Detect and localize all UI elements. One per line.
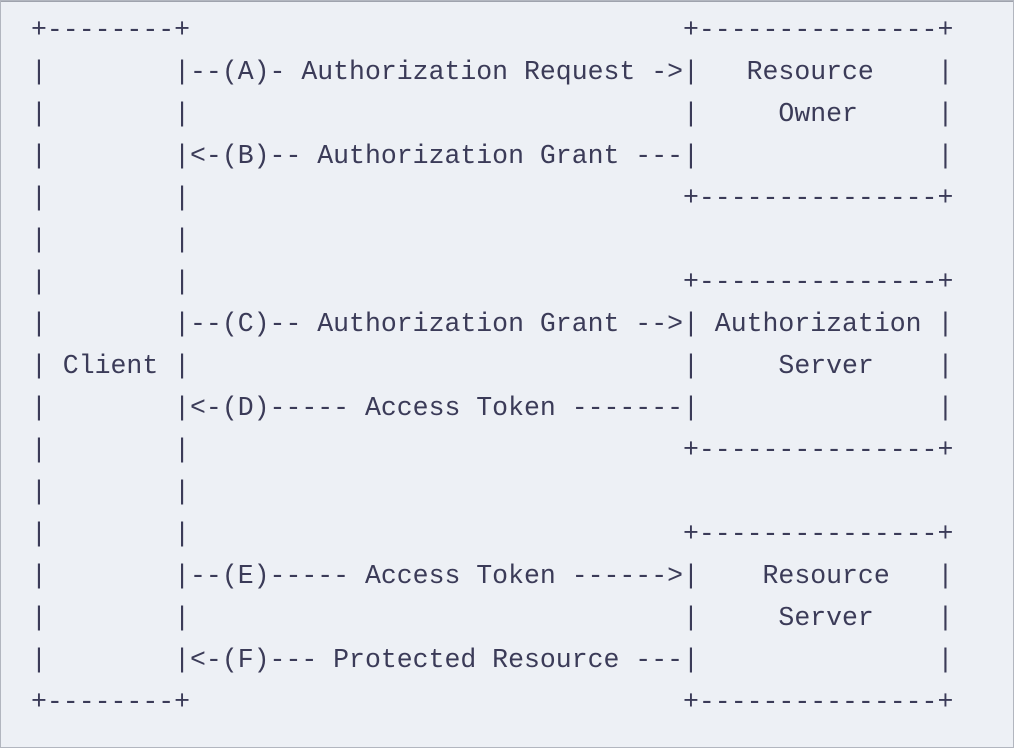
oauth-flow-diagram: +--------+ +---------------+ | |--(A)- A… [31,9,953,723]
ascii-line-flow-f: | |<-(F)--- Protected Resource ---| | [31,645,954,675]
ascii-line-flow-c: | |--(C)-- Authorization Grant -->| Auth… [31,309,954,339]
ascii-line-resource-server-label: | | | Server | [31,603,954,633]
ascii-line-boxes-top: +--------+ +---------------+ [31,15,954,45]
ascii-line-flow-e: | |--(E)----- Access Token ------>| Reso… [31,561,954,591]
ascii-line-client-side: | | [31,477,191,507]
ascii-line-resource-owner-bottom: | | +---------------+ [31,183,954,213]
ascii-line-client-side: | | [31,225,191,255]
ascii-line-flow-b: | |<-(B)-- Authorization Grant ---| | [31,141,954,171]
ascii-line-auth-server-bottom: | | +---------------+ [31,435,954,465]
ascii-line-resource-server-top: | | +---------------+ [31,519,954,549]
ascii-line-boxes-bottom: +--------+ +---------------+ [31,687,954,717]
ascii-line-flow-a: | |--(A)- Authorization Request ->| Reso… [31,57,954,87]
ascii-line-client-label: | Client | | Server | [31,351,954,381]
ascii-line-auth-server-top: | | +---------------+ [31,267,954,297]
ascii-line-flow-d: | |<-(D)----- Access Token -------| | [31,393,954,423]
ascii-line-resource-owner-label: | | | Owner | [31,99,954,129]
